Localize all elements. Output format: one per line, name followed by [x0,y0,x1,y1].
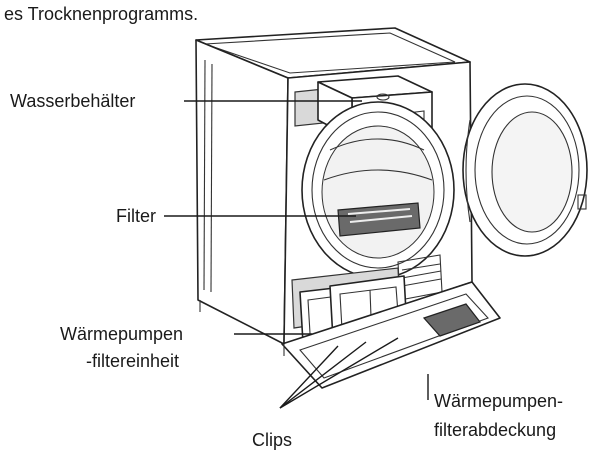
label-water-tank: Wasserbehälter [10,91,135,111]
heat-pump-filter-cover [281,281,501,389]
dryer-illustration [195,27,588,389]
clip-leader-2 [279,341,367,409]
caption-text: es Trocknenprogramms. [4,4,198,24]
label-heat-pump-filter-cover-2: filterabdeckung [434,420,556,440]
dryer-door [462,83,588,257]
clip-leader-3 [279,337,399,409]
clip-leader-1 [279,345,339,409]
leader-lines [164,100,429,409]
label-clips: Clips [252,430,292,450]
label-filter: Filter [116,206,156,226]
label-heat-pump-filter-cover-1: Wärmepumpen- [434,391,563,411]
label-heat-pump-filter-unit-1: Wärmepumpen [60,324,183,344]
label-heat-pump-filter-unit-2: -filtereinheit [86,351,179,371]
dryer-side-panel [195,39,289,345]
